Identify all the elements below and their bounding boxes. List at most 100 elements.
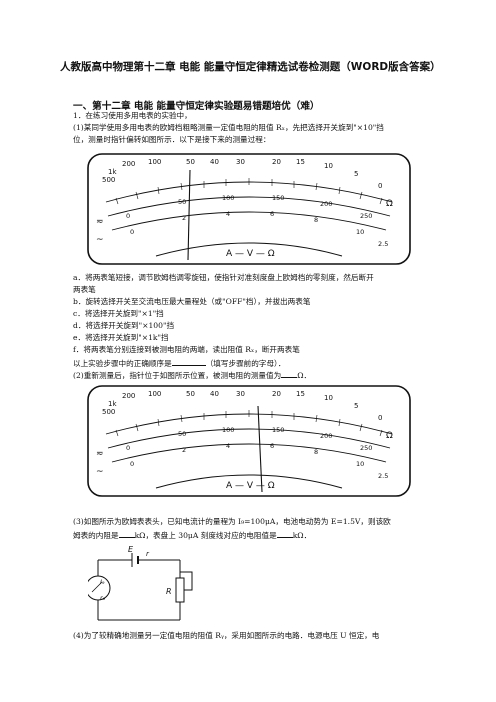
- ohm-tick-label: 500: [102, 408, 115, 416]
- order-question: 以上实验步骤中的正确顺序是 （填写步骤前的字母）．: [73, 356, 285, 370]
- answer-blank[interactable]: [118, 528, 135, 538]
- option-e: e．将选择开关旋到"×1k"挡: [73, 333, 169, 342]
- ac-scale-arc: [111, 443, 387, 463]
- ohm-tick-label: 5: [354, 170, 358, 178]
- ac-symbol: ~: [96, 467, 104, 477]
- dc-tick-label: 50: [178, 198, 186, 206]
- dc-symbol: ≂: [96, 217, 104, 227]
- dc-tick-label: 200: [320, 432, 332, 440]
- meter-face-label: A — V — Ω: [226, 481, 275, 491]
- order-prefix: 以上实验步骤中的正确顺序是: [73, 359, 172, 368]
- option-d: d．将选择开关旋到"×100"挡: [73, 321, 175, 330]
- part4-line1: (4)为了较精确地测量另一定值电阻的阻值 Rᵧ，采用如图所示的电路．电源电压 U…: [73, 631, 380, 640]
- meter-figure-2: 500 1k 200 100 50 40 30 20 15 10 5 0 Ω 0…: [87, 385, 411, 497]
- ohm-tick-label: 200: [122, 392, 135, 400]
- ac-tick-label: 4: [226, 210, 230, 218]
- ohm-tick-label: 50: [186, 158, 195, 166]
- ohm-tick-label: 200: [122, 160, 135, 168]
- ohm-tick-label: 0: [378, 414, 382, 422]
- ohm-tick-label: 20: [272, 390, 281, 398]
- part2-suffix: Ω．: [297, 371, 312, 380]
- emf-label: E: [128, 546, 134, 554]
- ohm-unit: Ω: [386, 199, 393, 209]
- galvanometer: [88, 575, 111, 601]
- ac-end-label: 2.5: [378, 472, 388, 480]
- scale-ticks: [115, 410, 383, 437]
- meter-frame: [87, 385, 411, 497]
- ac-tick-label: 10: [356, 460, 364, 468]
- answer-blank[interactable]: [276, 528, 293, 538]
- ohm-tick-label: 1k: [108, 400, 117, 408]
- part2-prefix: (2)重新测量后，指针位于如图所示位置，被测电阻的测量值为: [73, 371, 282, 380]
- part1-line2: 位，测量时指针偏转如图所示．以下是接下来的测量过程：: [73, 135, 271, 144]
- internal-resistance-label: r: [146, 550, 150, 558]
- resistor-label: R: [166, 587, 172, 596]
- ohm-tick-label: 15: [296, 390, 305, 398]
- dc-tick-labels: 0 50 100 150 200 250: [126, 426, 372, 452]
- option-a-line1: a．将两表笔短接，调节欧姆档调零旋钮，使指针对准刻度盘上欧姆档的零刻度，然后断开: [73, 273, 374, 282]
- option-f: f．将两表笔分别连接到被测电阻的两端，读出阻值 Rₓ，断开两表笔: [73, 345, 300, 354]
- scale-ticks: [115, 178, 383, 205]
- ac-symbol: ~: [96, 235, 104, 245]
- part2-question: (2)重新测量后，指针位于如图所示位置，被测电阻的测量值为 Ω．: [73, 368, 311, 382]
- meter-frame: [87, 153, 411, 265]
- dc-scale-arc: [107, 428, 391, 449]
- dc-tick-label: 100: [222, 426, 234, 434]
- dc-tick-label: 100: [222, 194, 234, 202]
- mirror-arc: [155, 474, 343, 489]
- ac-tick-label: 0: [130, 460, 134, 468]
- ac-tick-label: 2: [182, 446, 186, 454]
- option-a-line2: 两表笔: [73, 285, 96, 294]
- dc-tick-label: 0: [126, 444, 130, 452]
- ac-tick-labels: 0 2 4 6 8 10 2.5: [130, 442, 388, 480]
- document-title: 人教版高中物理第十二章 电能 能量守恒定律精选试卷检测题（WORD版含答案）: [60, 61, 441, 73]
- ohm-tick-label: 1k: [108, 168, 117, 176]
- dc-tick-label: 150: [272, 194, 284, 202]
- meter-face-label: A — V — Ω: [226, 249, 275, 259]
- part3-line1: (3)如图所示为欧姆表表头，已知电流计的量程为 I₉=100μA，电池电动势为 …: [73, 517, 391, 526]
- ohm-tick-labels: 500 1k 200 100 50 40 30 20 15 10 5 0 Ω: [102, 158, 393, 209]
- variable-resistor: [175, 577, 185, 603]
- part3-text-a: 姆表的内阻是: [73, 531, 119, 540]
- ohm-tick-label: 40: [210, 158, 219, 166]
- ohm-tick-label: 15: [296, 158, 305, 166]
- ohm-tick-label: 40: [210, 390, 219, 398]
- meter-needle: [257, 405, 263, 493]
- ohm-tick-label: 30: [236, 158, 245, 166]
- order-suffix: （填写步骤前的字母）．: [205, 359, 286, 368]
- part3-line2: 姆表的内阻是 kΩ，表盘上 30μA 刻度线对应的电阻值是 kΩ．: [73, 528, 311, 542]
- mirror-arc: [155, 242, 343, 257]
- part3-text-b: kΩ，表盘上 30μA 刻度线对应的电阻值是: [134, 531, 277, 540]
- ohm-tick-label: 10: [324, 394, 333, 402]
- ohm-tick-label: 30: [236, 390, 245, 398]
- ac-tick-label: 4: [226, 442, 230, 450]
- ac-tick-label: 10: [356, 228, 364, 236]
- ac-tick-label: 8: [314, 216, 318, 224]
- dc-tick-label: 200: [320, 200, 332, 208]
- dc-tick-label: 250: [360, 444, 372, 452]
- ac-tick-labels: 0 2 4 6 8 10 2.5: [130, 210, 388, 248]
- ohm-tick-label: 100: [148, 158, 161, 166]
- ohm-tick-label: 0: [378, 182, 382, 190]
- meter-needle: [187, 169, 191, 261]
- dc-tick-label: 150: [272, 426, 284, 434]
- rg-label: r₉: [100, 594, 106, 602]
- option-b: b．旋转选择开关至交流电压最大量程处（或"OFF"档），并拔出两表笔: [73, 297, 311, 306]
- ohm-tick-label: 100: [148, 390, 161, 398]
- ohmmeter-circuit: E r I₉ r₉ R: [88, 546, 193, 621]
- ac-end-label: 2.5: [378, 240, 388, 248]
- option-c: c．将选择开关旋到"×1"挡: [73, 309, 164, 318]
- ac-tick-label: 8: [314, 448, 318, 456]
- section-heading: 一、第十二章 电能 能量守恒定律实验题易错题培优（难）: [73, 101, 320, 112]
- ac-tick-label: 6: [270, 210, 274, 218]
- ac-scale-arc: [111, 211, 387, 231]
- part3-text-c: kΩ．: [292, 531, 312, 540]
- answer-blank[interactable]: [281, 368, 298, 378]
- ohm-tick-label: 10: [324, 162, 333, 170]
- dc-tick-labels: 0 50 100 150 200 250: [126, 194, 372, 220]
- dc-symbol: ≂: [96, 449, 104, 459]
- ohm-unit: Ω: [386, 431, 393, 441]
- answer-blank[interactable]: [171, 356, 206, 366]
- ac-tick-label: 2: [182, 214, 186, 222]
